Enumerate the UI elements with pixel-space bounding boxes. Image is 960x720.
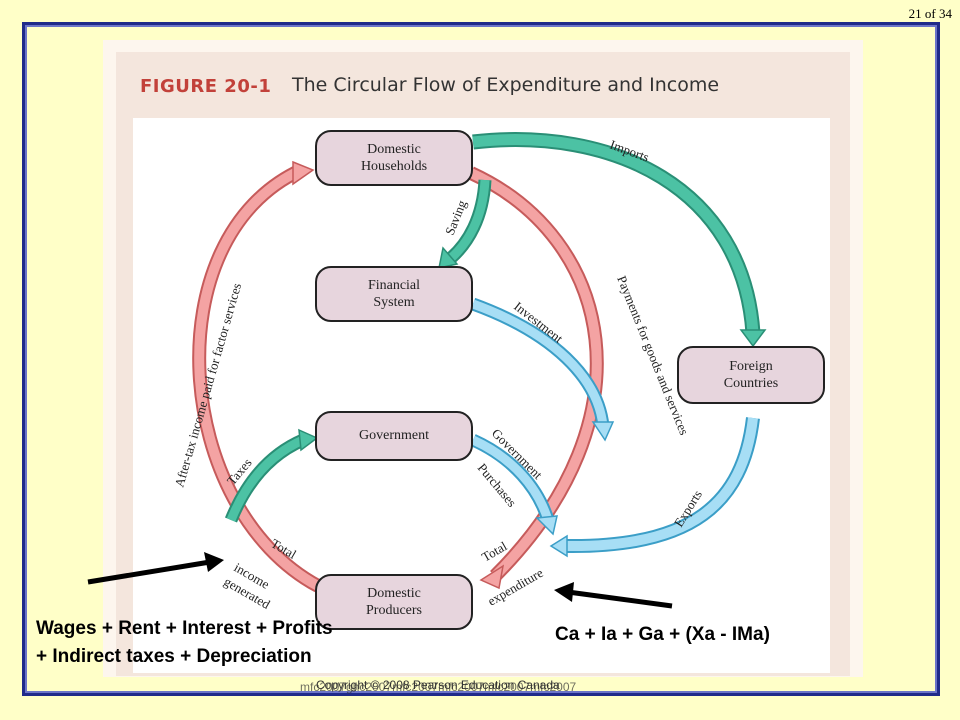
- taxes-flow-arrow: [226, 435, 305, 522]
- figure-title: The Circular Flow of Expenditure and Inc…: [292, 74, 720, 96]
- foreign-countries-node: Foreign Countries: [677, 346, 825, 404]
- financial-system-node: Financial System: [315, 266, 473, 322]
- expenditure-pointer-line: [567, 589, 673, 609]
- income-arrowhead: [292, 160, 315, 186]
- income-pointer-line: [87, 559, 211, 585]
- copyright-text: Copyright © 2008 Pearson Education Canad…: [316, 678, 560, 692]
- expenditure-pointer-arrowhead: [554, 582, 574, 602]
- income-pointer-arrowhead: [204, 552, 224, 572]
- income-components-line2: + Indirect taxes + Depreciation: [36, 646, 312, 667]
- government-purchases-flow-arrow: [471, 435, 553, 522]
- investment-flow-arrow: [471, 299, 608, 427]
- figure-label: FIGURE 20-1: [140, 76, 272, 97]
- payments-arrowhead: [479, 564, 505, 590]
- slide-page-indicator: 21 of 34: [908, 6, 952, 21]
- circular-flow-diagram: After-tax income paid for factor service…: [133, 118, 830, 673]
- saving-flow-arrow: [447, 179, 490, 262]
- income-components-line1: Wages + Rent + Interest + Profits: [36, 618, 333, 639]
- domestic-households-node: Domestic Households: [315, 130, 473, 186]
- imports-arrowhead: [739, 329, 767, 348]
- slide-frame: [22, 22, 940, 696]
- taxes-arrowhead: [298, 428, 319, 452]
- expenditure-components: Ca + Ia + Ga + (Xa - IMa): [555, 624, 770, 645]
- income-flow-arrow: [194, 165, 321, 591]
- flow-arrows: After-tax income paid for factor service…: [171, 132, 767, 612]
- domestic-producers-node: Domestic Producers: [315, 574, 473, 630]
- government-purchases-arrowhead: [535, 515, 558, 536]
- exports-arrowhead: [549, 534, 568, 558]
- exports-flow-arrow: [564, 417, 758, 552]
- investment-arrowhead: [591, 421, 615, 442]
- imports-flow-arrow: [472, 134, 759, 334]
- copyright-overlay-text: mfc2007ghc2007mfc2007mfc2007mfc2007mfc20…: [300, 680, 577, 694]
- government-node: Government: [315, 411, 473, 461]
